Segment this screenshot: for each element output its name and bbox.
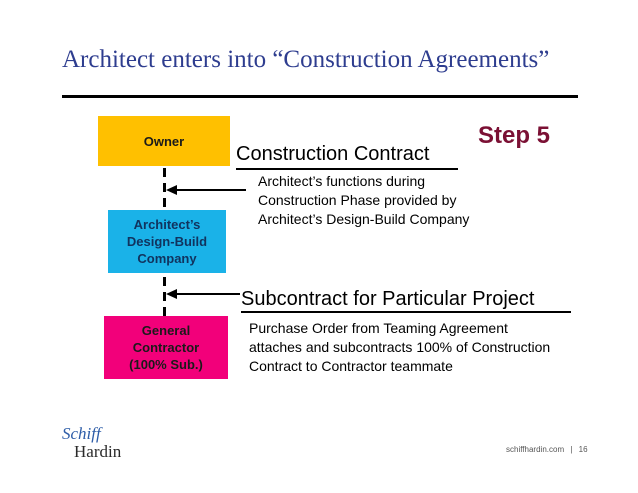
construction-contract-heading: Construction Contract [236, 143, 430, 165]
schiff-hardin-logo: Schiff Hardin [62, 425, 121, 461]
logo-line-1: Schiff [62, 424, 101, 443]
gc-line-3: (100% Sub.) [129, 357, 203, 372]
footer-site: schiffhardin.com [506, 445, 565, 454]
subcontract-desc-line-3: Contract to Contractor teammate [249, 358, 453, 374]
subcontract-desc-line-1: Purchase Order from Teaming Agreement [249, 320, 508, 336]
architect-line-1: Architect’s [133, 217, 201, 232]
architect-line-2: Design-Build [126, 234, 208, 249]
general-contractor-box: General Contractor (100% Sub.) [104, 316, 228, 379]
architect-line-3: Company [137, 251, 197, 266]
subcontract-underline [241, 311, 571, 313]
architect-design-build-box: Architect’s Design-Build Company [108, 210, 226, 273]
subcontract-description: Purchase Order from Teaming Agreement at… [249, 319, 550, 376]
construction-desc-line-1: Architect’s functions during [258, 173, 426, 189]
footer-separator: | [570, 445, 573, 454]
footer: schiffhardin.com | 16 [506, 445, 588, 454]
subcontract-heading: Subcontract for Particular Project [241, 288, 535, 310]
owner-box: Owner [98, 116, 230, 166]
arrow-construction-contract [166, 185, 246, 195]
construction-desc-line-3: Architect’s Design-Build Company [258, 211, 470, 227]
arrow-subcontract [166, 289, 240, 299]
logo-line-2: Hardin [74, 442, 122, 461]
title-rule [62, 95, 578, 98]
construction-desc-line-2: Construction Phase provided by [258, 192, 457, 208]
gc-line-1: General [141, 323, 191, 338]
construction-contract-description: Architect’s functions during Constructio… [258, 172, 469, 229]
construction-contract-underline [236, 168, 458, 170]
page-number: 16 [578, 445, 588, 454]
dashed-connector-owner-architect [163, 168, 166, 210]
gc-line-2: Contractor [132, 340, 200, 355]
step-label: Step 5 [478, 122, 551, 149]
dashed-connector-architect-gc [163, 277, 166, 316]
subcontract-desc-line-2: attaches and subcontracts 100% of Constr… [249, 339, 551, 355]
owner-label: Owner [143, 133, 185, 149]
slide-title: Architect enters into “Construction Agre… [62, 46, 550, 73]
